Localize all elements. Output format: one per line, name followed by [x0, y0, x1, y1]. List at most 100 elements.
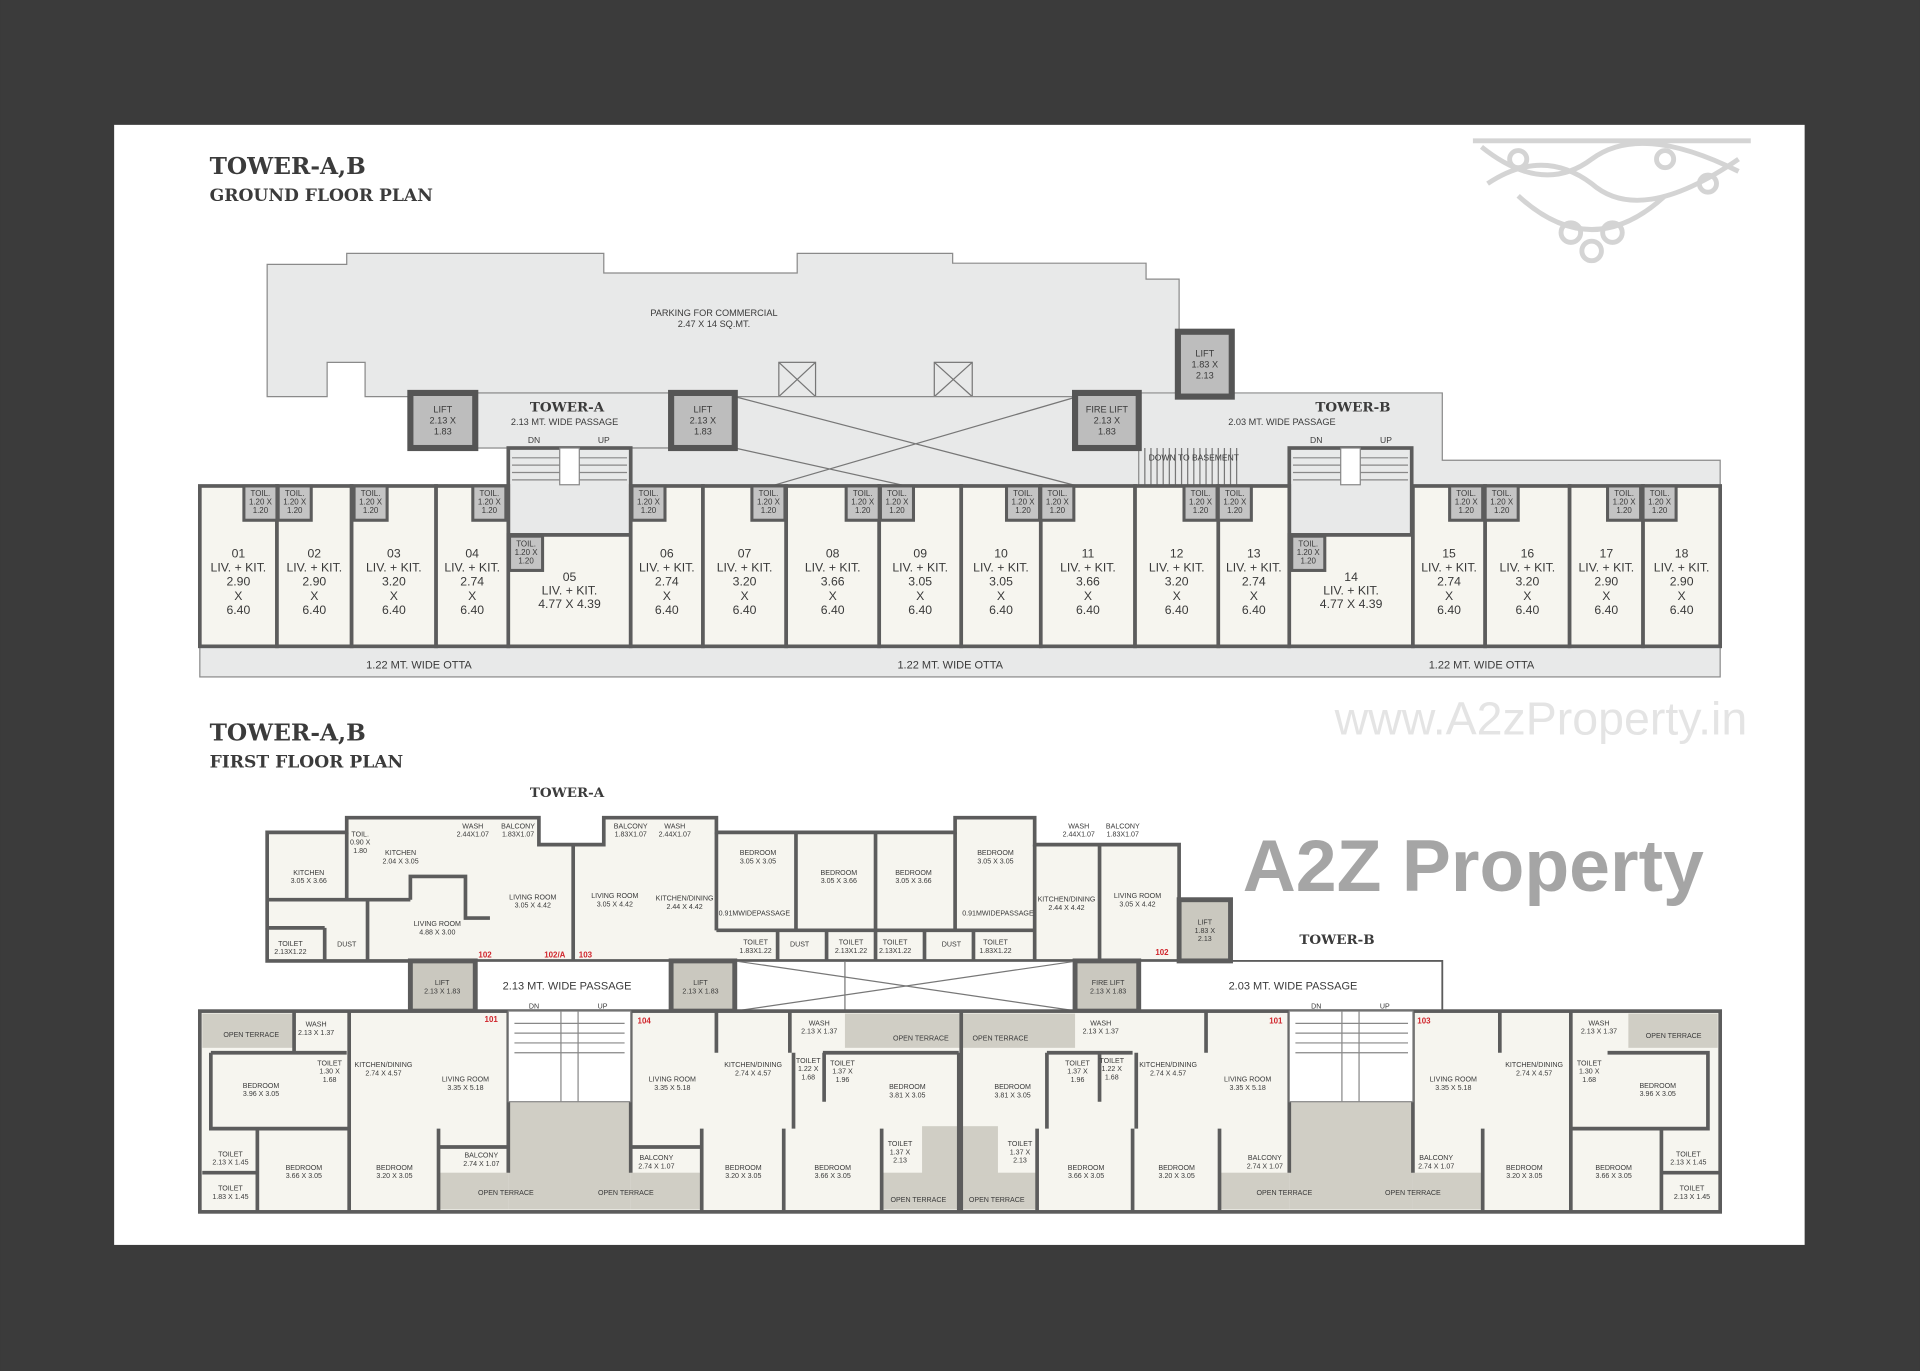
lift-label: 2.13 X [430, 416, 457, 426]
unit-label: 6.40 [989, 603, 1013, 617]
unit-label: 09 [913, 547, 927, 561]
room-label: BEDROOM [977, 849, 1014, 857]
room-label: KITCHEN [293, 869, 324, 877]
room-label: 3.05 X 3.05 [977, 858, 1013, 866]
room-label: 1.80 [353, 847, 367, 855]
lift-label: LIFT [694, 405, 713, 415]
unit-label: LIV. + KIT. [1060, 561, 1116, 575]
kolam-pattern-icon [1472, 138, 1751, 264]
room-label: OPEN TERRACE [973, 1035, 1029, 1043]
room-label: 1.83 X [1195, 927, 1216, 935]
toilet-label: TOIL. [1456, 489, 1476, 498]
toilet-label: 1.20 [1301, 556, 1317, 565]
room-label: LIFT [435, 979, 450, 987]
room-label: 3.35 X 5.18 [1230, 1084, 1266, 1092]
up-label: UP [1380, 435, 1392, 445]
room-label: 2.13 [1198, 935, 1212, 943]
unit-label: 2.74 [1437, 575, 1461, 589]
room-label: LIVING ROOM [649, 1076, 696, 1084]
unit-label: X [1602, 589, 1610, 603]
room-label: 1.96 [836, 1076, 850, 1084]
toilet-label: TOIL. [1013, 489, 1033, 498]
room-label: FIRE LIFT [1092, 979, 1125, 987]
room-label: TOILET [1008, 1140, 1033, 1148]
room-label: 2.13 MT. WIDE PASSAGE [503, 980, 632, 992]
door-number: 102 [1155, 948, 1169, 957]
room-label: 3.66 X 3.05 [286, 1172, 322, 1180]
unit-label: 6.40 [1594, 603, 1618, 617]
toilet-label: TOIL. [887, 489, 907, 498]
unit-label: 6.40 [1670, 603, 1694, 617]
toilet-label: 1.20 X [1490, 498, 1514, 507]
unit-label: 14 [1344, 570, 1358, 584]
unit-label: LIV. + KIT. [1578, 561, 1634, 575]
toilet-label: 1.20 [1652, 506, 1668, 515]
room-label: 2.13 [1013, 1157, 1027, 1165]
room-label: WASH [1588, 1019, 1609, 1027]
room-label: 1.83X1.22 [979, 947, 1011, 955]
unit-label: 2.90 [1594, 575, 1618, 589]
room-label: 1.83X1.22 [739, 947, 771, 955]
unit-label: 6.40 [382, 603, 406, 617]
room-label: TOILET [796, 1057, 821, 1065]
room-label: UP [598, 1003, 608, 1011]
room-label: 2.13 X 1.83 [424, 987, 460, 995]
down-to-basement-ramp [1144, 448, 1238, 486]
unit-label: LIV. + KIT. [1421, 561, 1477, 575]
toilet-label: TOIL. [1614, 489, 1634, 498]
room-label: WASH [664, 822, 685, 830]
room-label: 1.37 X [832, 1068, 853, 1076]
toilet-label: 1.20 X [359, 498, 383, 507]
toilet-label: 1.20 X [851, 498, 875, 507]
room-label: 2.74 X 4.57 [1516, 1069, 1552, 1077]
room-label: 2.13X1.22 [879, 947, 911, 955]
room-label: LIFT [1198, 918, 1213, 926]
ground-floor-heading: TOWER-A,B [210, 153, 366, 180]
room-label: 2.13 X 1.45 [1670, 1159, 1706, 1167]
room-label: BEDROOM [821, 869, 858, 877]
tower-a-passage-label: 2.13 MT. WIDE PASSAGE [511, 417, 618, 427]
room-label: TOILET [830, 1059, 855, 1067]
unit-label: 3.05 [989, 575, 1013, 589]
unit-label: 10 [994, 547, 1008, 561]
toilet-label: 1.20 X [1189, 498, 1213, 507]
toilet-label: TOIL. [251, 489, 271, 498]
unit-label: 11 [1082, 547, 1095, 561]
unit-label: 6.40 [460, 603, 484, 617]
unit-label: 6.40 [655, 603, 679, 617]
unit-label: 6.40 [1242, 603, 1266, 617]
toilet-label: 1.20 X [885, 498, 909, 507]
room-label: TOILET [1065, 1059, 1090, 1067]
unit-label: 6.40 [226, 603, 250, 617]
commercial-parking-area [266, 252, 1180, 398]
room-label: TOILET [1577, 1059, 1602, 1067]
room-label: OPEN TERRACE [1646, 1032, 1702, 1040]
room-label: 3.05 X 3.66 [821, 877, 857, 885]
room-label: 2.74 X 1.07 [638, 1162, 674, 1170]
unit-label: 2.90 [226, 575, 250, 589]
room-label: 0.91MWIDEPASSAGE [962, 910, 1034, 918]
room-label: OPEN TERRACE [598, 1189, 654, 1197]
room-label: 2.44X1.07 [1063, 831, 1095, 839]
room-label: 3.66 X 3.05 [1596, 1172, 1632, 1180]
dn-label: DN [528, 435, 540, 445]
ground-floor-subheading: GROUND FLOOR PLAN [210, 186, 433, 206]
toilet-label: 1.20 X [478, 498, 502, 507]
toilet-label: 1.20 [287, 506, 303, 515]
toilet-label: 1.20 X [249, 498, 273, 507]
room-label: 1.83X1.07 [502, 831, 534, 839]
room-label: BEDROOM [1068, 1164, 1105, 1172]
unit-label: 3.20 [733, 575, 757, 589]
lift-label: 2.13 X [690, 416, 717, 426]
first-floor-subheading: FIRST FLOOR PLAN [210, 753, 404, 773]
first-floor-tower-b-label: TOWER-B [1299, 932, 1374, 948]
room-label: WASH [306, 1021, 327, 1029]
room-label: 1.22 X [798, 1065, 819, 1073]
toilet-label: 1.20 X [1046, 498, 1070, 507]
room-label: 2.74 X 1.07 [1418, 1162, 1454, 1170]
otta-label: 1.22 MT. WIDE OTTA [366, 659, 472, 671]
room-label: TOILET [218, 1150, 243, 1158]
unit-label: X [997, 589, 1005, 603]
room-label: 3.20 X 3.05 [1506, 1172, 1542, 1180]
room-label: TOIL. [351, 830, 369, 838]
